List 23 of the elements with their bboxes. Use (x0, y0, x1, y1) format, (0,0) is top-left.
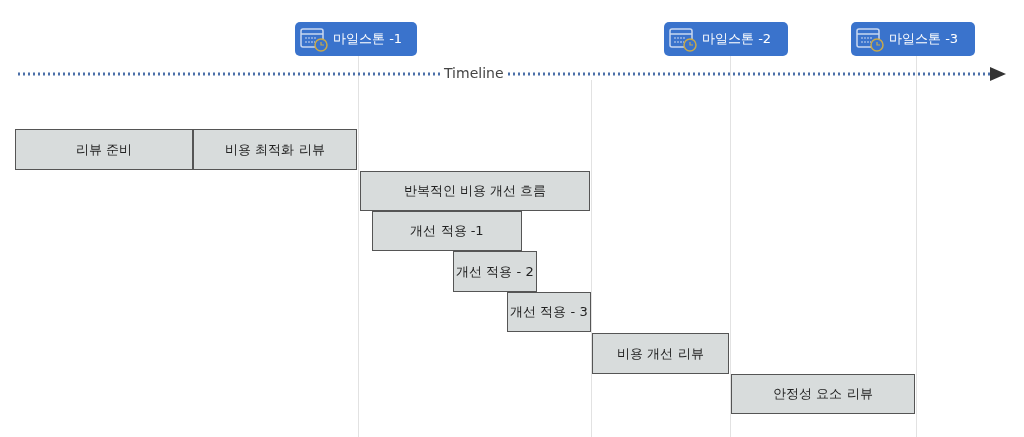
task-label: 반복적인 비용 개선 흐름 (403, 182, 547, 200)
task-label: 비용 개선 리뷰 (617, 344, 704, 363)
milestone-badge (851, 22, 975, 56)
task-label: 개선 적용 - 3 (510, 303, 588, 321)
task-bar (193, 129, 357, 170)
milestone-label: 마일스톤 -1 (333, 30, 403, 48)
task-bar (453, 251, 537, 292)
task-label: 리뷰 준비 (75, 140, 133, 159)
timeline-label: Timeline (440, 65, 508, 81)
milestone-badge (295, 22, 417, 56)
milestone-label: 마일스톤 -2 (702, 30, 772, 48)
task-bar (507, 292, 591, 332)
task-bar (372, 211, 522, 251)
task-label: 개선 적용 - 2 (456, 262, 534, 281)
task-bar (15, 129, 193, 170)
milestone-label: 마일스톤 -3 (889, 30, 959, 48)
milestone-badge (664, 22, 788, 56)
task-bar (592, 333, 729, 374)
task-bar (360, 171, 590, 211)
task-label: 비용 최적화 리뷰 (225, 140, 325, 159)
task-bar (731, 374, 915, 414)
task-label: 안정성 요소 리뷰 (773, 385, 873, 403)
task-label: 개선 적용 -1 (410, 222, 484, 240)
